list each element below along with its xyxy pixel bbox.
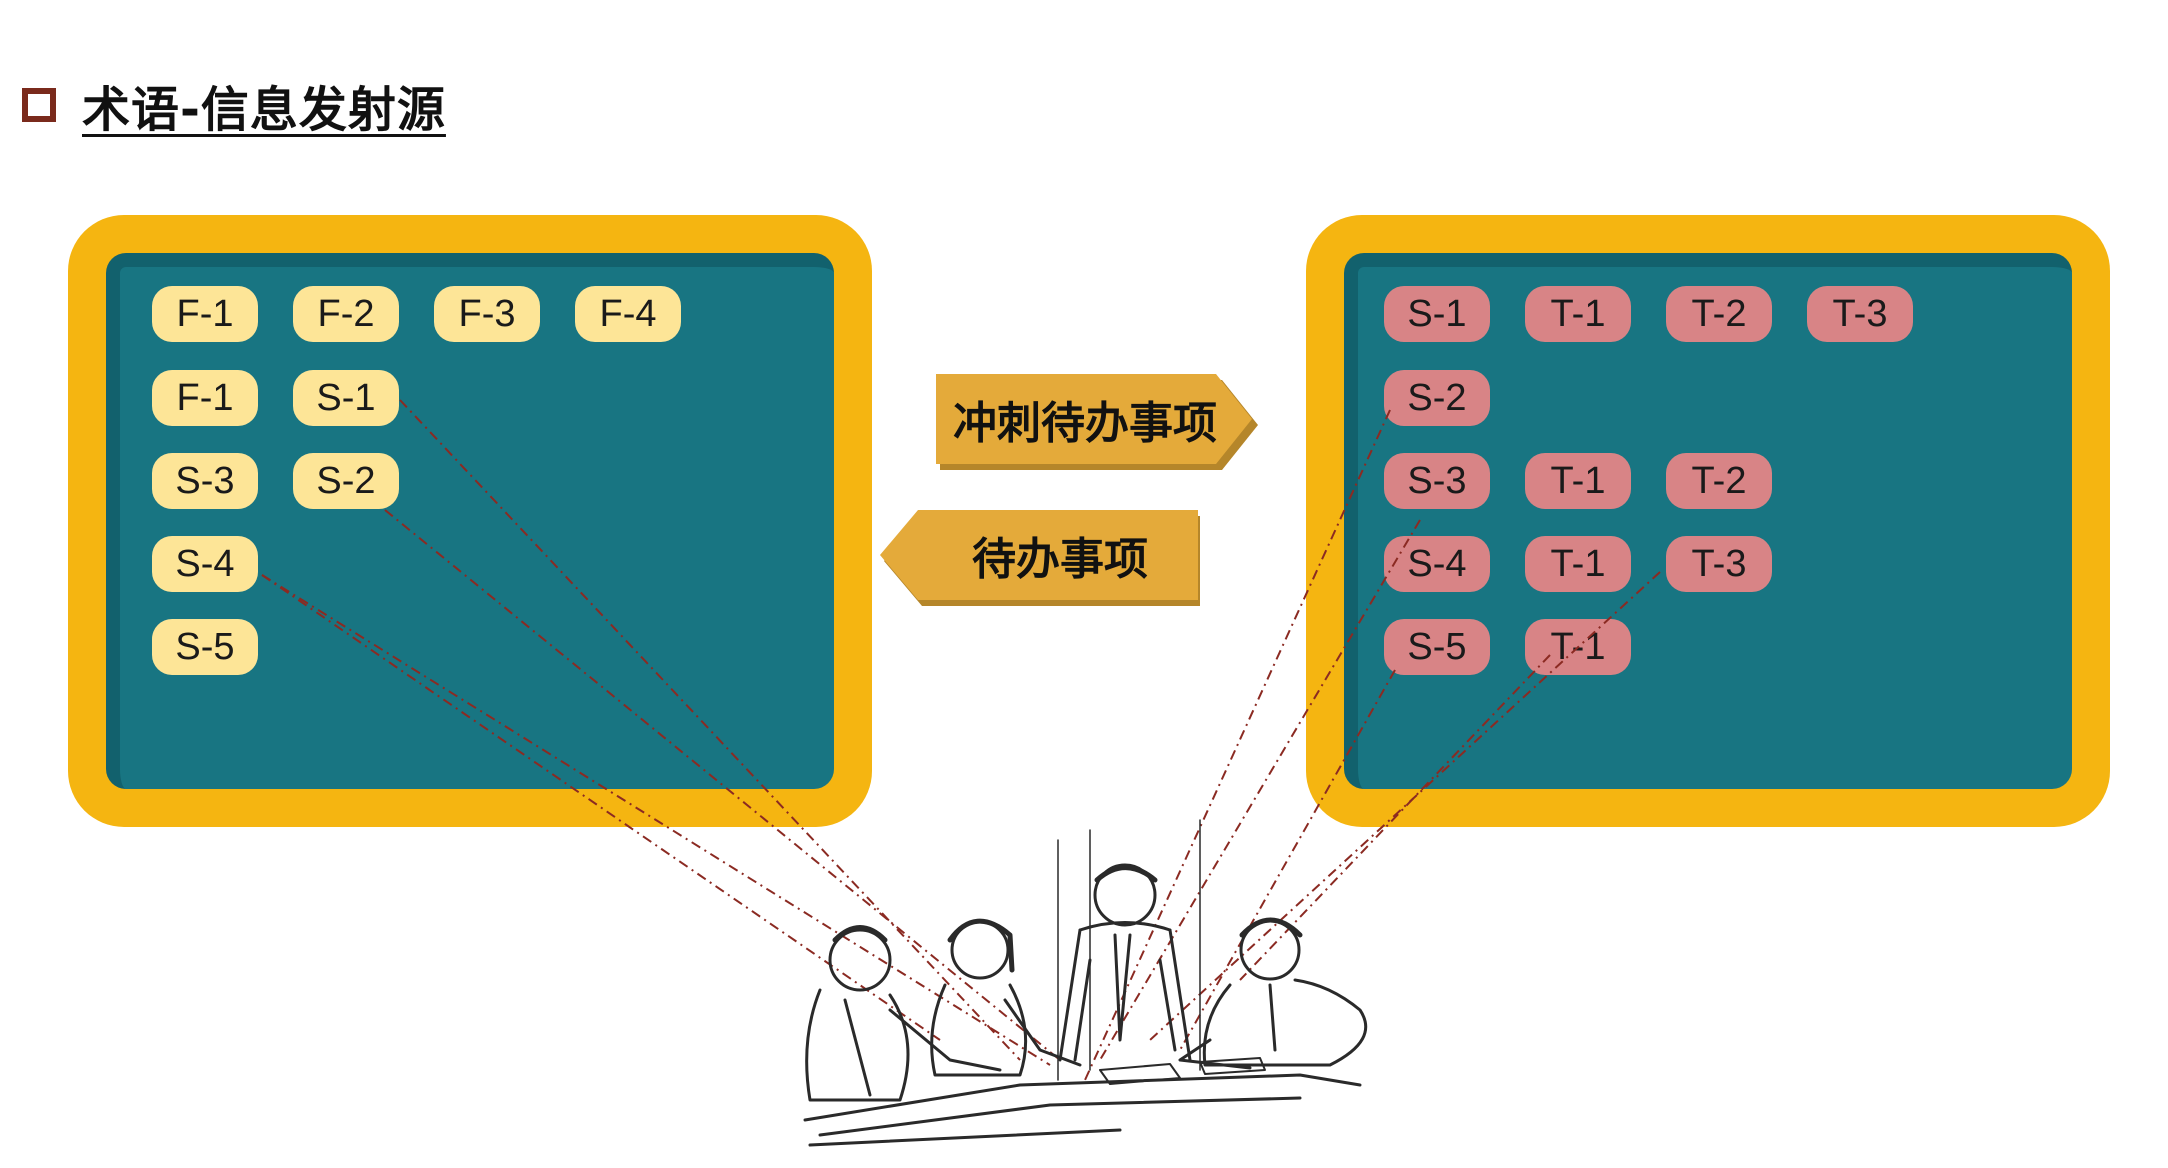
sprint-task-chip: T-1 (1525, 453, 1631, 509)
signal-lines (261, 399, 1661, 1081)
arrow-to-sprint-backlog (936, 374, 1258, 470)
sprint-task-chip: T-3 (1666, 536, 1772, 592)
bullet-square-icon (22, 88, 56, 122)
backlog-item-chip: F-1 (152, 370, 258, 426)
backlog-item-chip: S-1 (293, 370, 399, 426)
sprint-task-chip: T-1 (1525, 286, 1631, 342)
backlog-item-chip: S-2 (293, 453, 399, 509)
page-title: 术语-信息发射源 (82, 82, 446, 138)
sprint-task-chip: T-2 (1666, 453, 1772, 509)
sprint-backlog-label: 冲刺待办事项 (953, 398, 1217, 449)
sprint-item-chip: S-1 (1384, 286, 1490, 342)
backlog-item-chip: F-3 (434, 286, 540, 342)
team-meeting-illustration (803, 819, 1368, 1147)
backlog-item-chip: F-4 (575, 286, 681, 342)
backlog-item-chip: F-2 (293, 286, 399, 342)
backlog-label: 待办事项 (972, 534, 1148, 585)
sprint-item-chip: S-2 (1384, 370, 1490, 426)
backlog-item-chip: F-1 (152, 286, 258, 342)
backlog-item-chip: S-4 (152, 536, 258, 592)
slide-header: 术语-信息发射源 (22, 70, 446, 140)
sprint-item-chip: S-5 (1384, 619, 1490, 675)
backlog-item-chip: S-3 (152, 453, 258, 509)
sprint-task-chip: T-1 (1525, 536, 1631, 592)
backlog-item-chip: S-5 (152, 619, 258, 675)
sprint-board-surface (1344, 253, 2072, 789)
sprint-task-chip: T-2 (1666, 286, 1772, 342)
sprint-item-chip: S-3 (1384, 453, 1490, 509)
arrow-to-backlog (880, 510, 1200, 606)
sprint-task-chip: T-3 (1807, 286, 1913, 342)
sprint-item-chip: S-4 (1384, 536, 1490, 592)
backlog-board-surface (106, 253, 834, 789)
